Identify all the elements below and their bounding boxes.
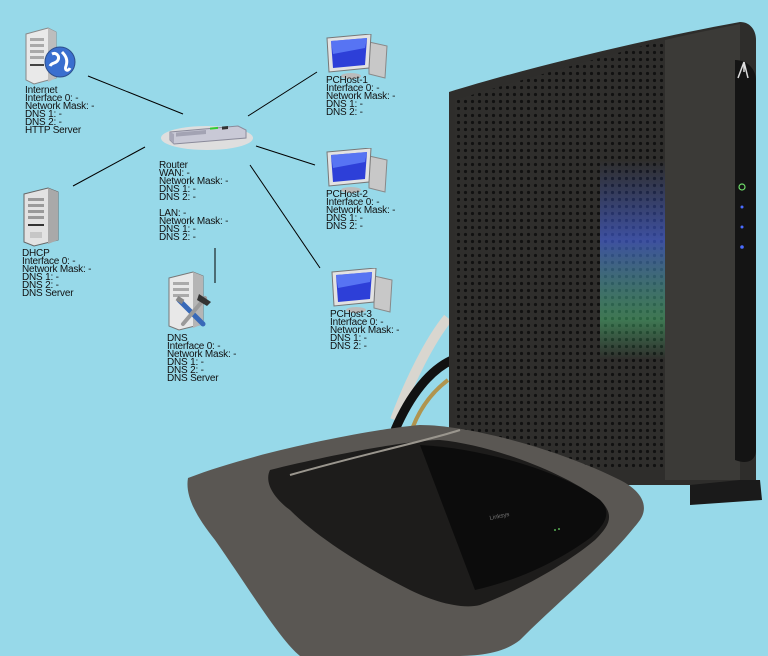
router-icon [161, 125, 253, 150]
tools-server-icon [168, 271, 211, 331]
label-line: LAN: - [159, 208, 187, 219]
label-line: PCHost-3 [330, 309, 372, 320]
label-line: DNS 2: - [167, 365, 204, 376]
wireless-router: Linksys [187, 425, 644, 656]
label-line: Interface 0: - [330, 317, 384, 328]
node-pchost3[interactable] [330, 267, 396, 319]
label-line: DHCP [22, 248, 50, 259]
label-line: DNS 2: - [326, 107, 363, 118]
label-line: DNS 1: - [159, 224, 196, 235]
label-line: Network Mask: - [167, 349, 237, 360]
label-line: DNS 2: - [326, 221, 363, 232]
label-line: Interface 0: - [22, 256, 76, 267]
pc-monitor-icon [331, 267, 393, 313]
node-internet-label: Internet Interface 0: - Network Mask: - … [25, 85, 95, 136]
node-dns-label: DNS Interface 0: - Network Mask: - DNS 1… [167, 333, 237, 384]
pc-monitor-icon [326, 147, 388, 193]
label-line: Router [159, 160, 188, 171]
label-line: DNS 1: - [159, 184, 196, 195]
label-line: DNS 2: - [159, 232, 196, 243]
node-dhcp[interactable] [20, 184, 66, 253]
node-router[interactable] [160, 118, 256, 157]
label-line: DNS 2: - [25, 117, 62, 128]
router-brand-text: Linksys [489, 512, 510, 522]
link-pchost3-router [249, 164, 321, 269]
node-pchost2-label: PCHost-2 Interface 0: - Network Mask: - … [326, 189, 396, 232]
label-line: DNS 2: - [159, 192, 196, 203]
online-led-icon [740, 245, 744, 249]
label-line: Network Mask: - [330, 325, 400, 336]
label-line: DNS 1: - [167, 357, 204, 368]
downstream-led-icon [740, 205, 744, 209]
node-router-label: Router WAN: - Network Mask: - DNS 1: - D… [159, 160, 229, 243]
upstream-led-icon [740, 225, 744, 229]
label-line: PCHost-2 [326, 189, 368, 200]
label-line: Interface 0: - [326, 197, 380, 208]
label-line: Network Mask: - [22, 264, 92, 275]
label-line: Network Mask: - [159, 216, 229, 227]
node-pchost3-label: PCHost-3 Interface 0: - Network Mask: - … [330, 309, 400, 352]
pc-monitor-icon [326, 33, 388, 79]
label-line: DNS 1: - [326, 99, 363, 110]
label-line: DNS 1: - [326, 213, 363, 224]
label-line: Network Mask: - [159, 176, 229, 187]
label-line: Interface 0: - [326, 83, 380, 94]
link-dhcp-router [72, 146, 146, 187]
node-pchost1-label: PCHost-1 Interface 0: - Network Mask: - … [326, 75, 396, 118]
node-dns[interactable] [165, 268, 215, 339]
link-pchost2-router [255, 145, 316, 166]
link-pchost1-router [247, 71, 318, 117]
label-line: DNS 1: - [330, 333, 367, 344]
label-line: HTTP Server [25, 125, 81, 136]
web-server-icon [25, 27, 76, 85]
label-line: DNS [167, 333, 188, 344]
node-internet[interactable] [22, 24, 82, 91]
label-line: Network Mask: - [326, 91, 396, 102]
server-icon [23, 187, 59, 247]
label-line: Interface 0: - [25, 93, 79, 104]
label-line: DNS 2: - [330, 341, 367, 352]
label-line: DNS 2: - [22, 280, 59, 291]
node-pchost1[interactable] [325, 33, 391, 85]
label-line: Network Mask: - [25, 101, 95, 112]
label-line: DNS Server [167, 373, 219, 384]
label-line: DNS 1: - [25, 109, 62, 120]
node-pchost2[interactable] [325, 147, 391, 199]
power-led-icon [738, 183, 746, 191]
label-line: DNS Server [22, 288, 74, 299]
label-line: Interface 0: - [167, 341, 221, 352]
link-internet-router [87, 75, 184, 115]
motorola-logo-icon [737, 61, 749, 79]
label-line: Network Mask: - [326, 205, 396, 216]
cable-modem [449, 22, 762, 505]
node-dhcp-label: DHCP Interface 0: - Network Mask: - DNS … [22, 248, 92, 299]
label-line: DNS 1: - [22, 272, 59, 283]
cables [390, 314, 455, 436]
label-line: Internet [25, 85, 58, 96]
label-line: WAN: - [159, 168, 190, 179]
label-line: PCHost-1 [326, 75, 368, 86]
